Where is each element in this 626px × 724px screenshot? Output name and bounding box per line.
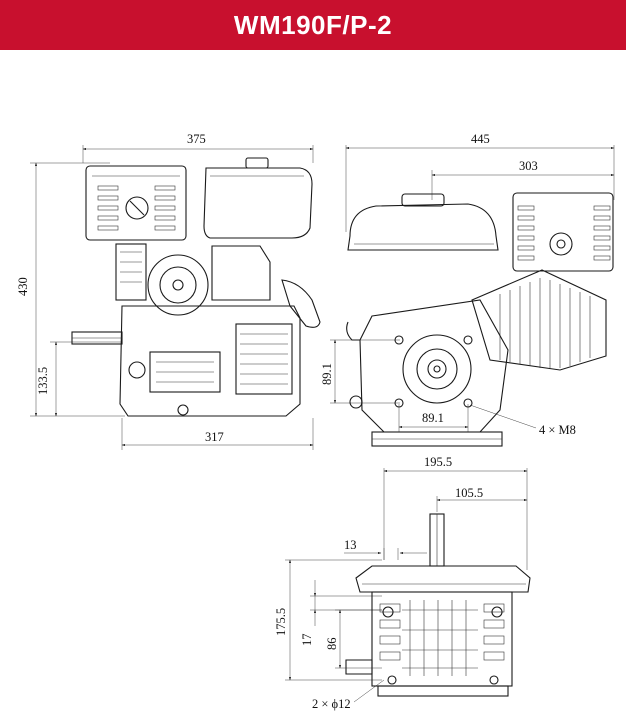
top-view-engine-outline bbox=[345, 513, 531, 697]
front-mount-width-label: 89.1 bbox=[422, 411, 444, 425]
model-title: WM190F/P-2 bbox=[233, 9, 393, 40]
top-half-width-label: 105.5 bbox=[455, 486, 483, 500]
top-shaft-offset-label: 13 bbox=[344, 538, 357, 552]
header-banner: WM190F/P-2 bbox=[0, 0, 626, 50]
side-width-label: 375 bbox=[187, 132, 206, 146]
side-view-engine-outline bbox=[71, 157, 321, 417]
hole-label: 2 × ϕ12 bbox=[312, 697, 351, 711]
front-width-label: 445 bbox=[471, 132, 490, 146]
top-view: 195.5 105.5 13 175.5 17 86 2 × ϕ12 bbox=[274, 455, 531, 711]
top-width-label: 195.5 bbox=[424, 455, 452, 469]
front-view-engine-outline bbox=[346, 192, 614, 447]
top-height-label: 175.5 bbox=[274, 608, 288, 636]
side-view: 375 430 133.5 317 bbox=[16, 132, 321, 450]
side-shaft-height-label: 133.5 bbox=[36, 367, 50, 395]
bolt-label: 4 × M8 bbox=[539, 423, 576, 437]
side-height-label: 430 bbox=[16, 277, 30, 296]
top-small-offset-label: 17 bbox=[300, 634, 314, 647]
front-mount-height-label: 89.1 bbox=[320, 363, 334, 385]
front-right-width-label: 303 bbox=[519, 159, 538, 173]
front-view: 445 303 89.1 89.1 4 × M8 bbox=[320, 132, 615, 447]
top-inner-height-label: 86 bbox=[325, 638, 339, 651]
side-base-label: 317 bbox=[205, 430, 224, 444]
